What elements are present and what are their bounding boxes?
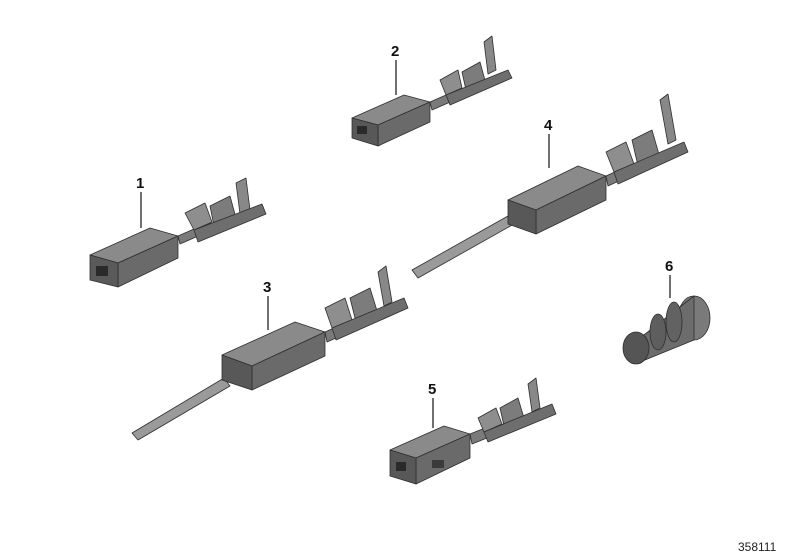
- part-5-latch-window: [432, 460, 444, 468]
- part-4-tail-base: [613, 141, 689, 185]
- part-3-body-front: [221, 354, 253, 391]
- callout-3: 3: [263, 279, 271, 296]
- part-1-socket-contact[interactable]: [89, 177, 267, 288]
- part-2-wing-front: [439, 69, 463, 96]
- part-2-socket-contact[interactable]: [351, 35, 513, 147]
- part-3-pin-contact[interactable]: [131, 265, 409, 441]
- part-2-tail-base: [445, 69, 513, 106]
- part-1-tail-base: [193, 203, 267, 243]
- part-1-wing-front: [184, 202, 213, 231]
- part-4-pin-contact[interactable]: [411, 93, 689, 279]
- part-6-seal-plug[interactable]: [622, 295, 711, 365]
- part-6-rib-1: [665, 301, 683, 343]
- part-4-pin: [411, 215, 515, 279]
- callout-5: 5: [428, 381, 436, 398]
- part-3-tail-base: [331, 297, 409, 341]
- part-2-opening: [357, 126, 367, 134]
- part-5-socket-contact[interactable]: [389, 377, 557, 485]
- part-4-body-front: [507, 199, 537, 235]
- part-5-wing-rear: [527, 377, 541, 413]
- callout-1: 1: [136, 175, 144, 192]
- part-4-wing-rear: [659, 93, 677, 145]
- part-1-wing-rear: [235, 177, 251, 215]
- diagram-reference-number: 358111: [738, 540, 777, 554]
- callout-2: 2: [391, 43, 399, 60]
- part-6-front-face: [622, 331, 650, 365]
- part-5-opening: [396, 462, 406, 471]
- callout-4: 4: [544, 117, 553, 134]
- part-5-wing-front: [477, 407, 503, 433]
- callout-6: 6: [665, 258, 673, 275]
- part-6-rib-2: [649, 313, 667, 351]
- part-1-opening: [96, 266, 108, 276]
- part-3-pin: [131, 377, 231, 441]
- part-3-wing-rear: [377, 265, 393, 307]
- part-5-tail-base: [483, 403, 557, 443]
- part-2-wing-rear: [483, 35, 497, 75]
